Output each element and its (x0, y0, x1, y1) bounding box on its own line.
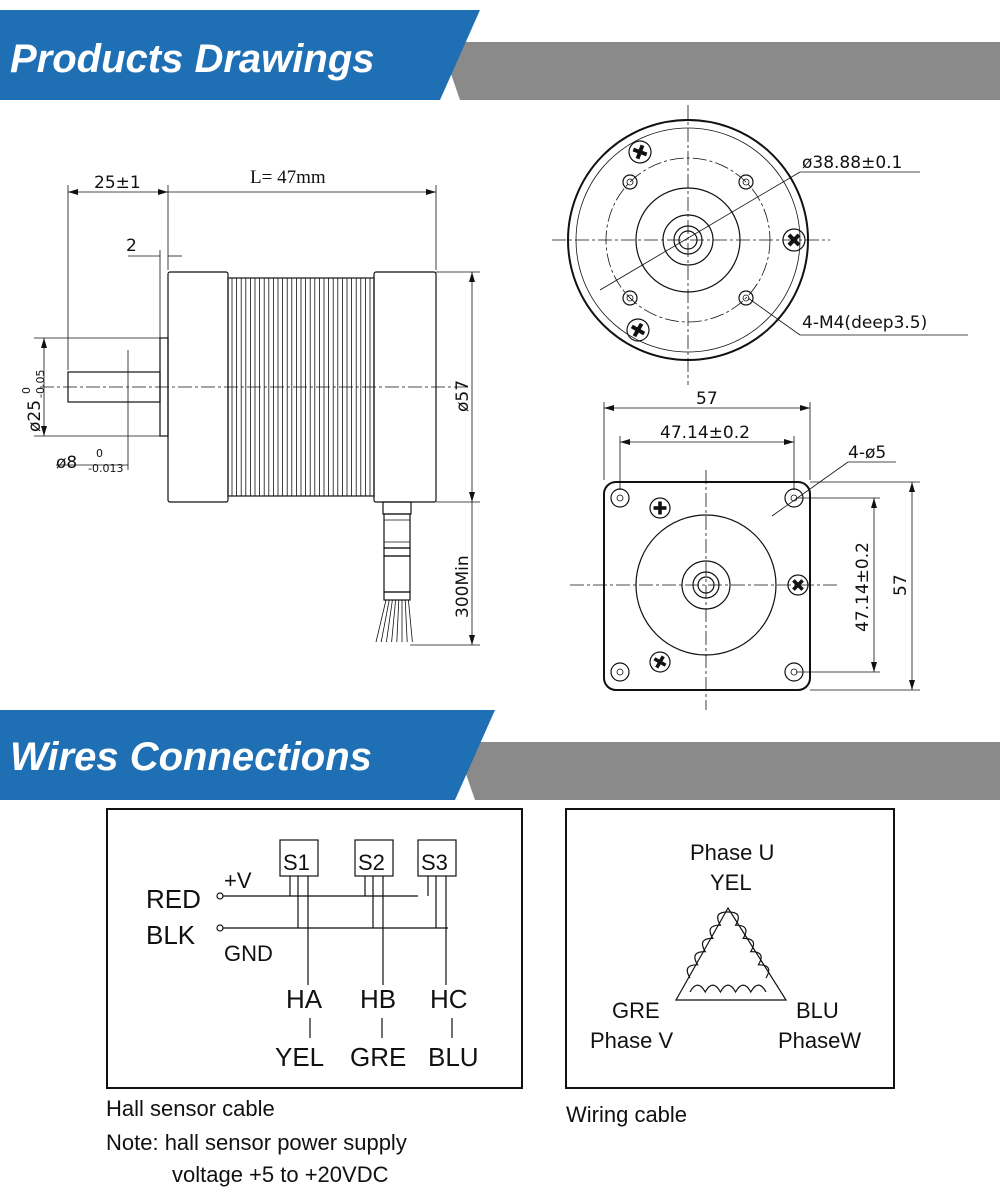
shaft-tol-bottom: -0.013 (88, 462, 123, 475)
products-drawings-header: Products Drawings (0, 10, 1000, 100)
lead-length-dim: 300Min (453, 555, 473, 618)
motor-square-view: 57 47.14±0.2 4-ø5 47.14±0.2 57 (570, 389, 920, 710)
flange-tol-top: 0 (20, 387, 33, 394)
thread-dim: 4-M4(deep3.5) (802, 313, 927, 333)
phase-v-color: GRE (612, 998, 660, 1023)
phase-u-label: Phase U (690, 840, 774, 865)
square-width-dim: 57 (696, 389, 718, 409)
body-length-dim: L= 47mm (250, 167, 326, 188)
hole-spacing-h-dim: 47.14±0.2 (660, 423, 750, 443)
motor-front-view: ø38.88±0.1 4-M4(deep3.5) (552, 105, 968, 385)
products-drawings-title: Products Drawings (10, 37, 375, 81)
wiring-cable-caption: Wiring cable (566, 1102, 687, 1127)
hall-note-line2: voltage +5 to +20VDC (172, 1162, 389, 1187)
sensor-s1: S1 (283, 850, 310, 875)
phase-wiring-diagram: Phase U YEL GRE Phase V BLU PhaseW (565, 808, 895, 1089)
output-ha: HA (286, 984, 323, 1014)
shaft-dia-dim: ø8 (56, 453, 77, 473)
color-yel: YEL (275, 1042, 324, 1072)
phase-v-label: Phase V (590, 1028, 673, 1053)
color-blu: BLU (428, 1042, 479, 1072)
hall-sensor-caption: Hall sensor cable (106, 1096, 275, 1121)
sensor-s3: S3 (421, 850, 448, 875)
holes-dim: 4-ø5 (848, 443, 886, 463)
wires-connections-title: Wires Connections (10, 735, 372, 779)
blk-wire-label: BLK (146, 920, 196, 950)
shaft-length-dim: 25±1 (94, 173, 141, 193)
output-hb: HB (360, 984, 396, 1014)
flange-tol-bottom: -0.05 (34, 370, 47, 398)
hall-note-line1: Note: hall sensor power supply (106, 1130, 407, 1155)
hall-sensor-diagram: S1 S2 S3 +V RED BLK GND HA HB HC YEL GRE… (106, 808, 523, 1089)
plus-v-label: +V (224, 868, 252, 893)
body-dia-dim: ø57 (453, 380, 473, 412)
hole-spacing-v-dim: 47.14±0.2 (853, 542, 873, 632)
color-gre: GRE (350, 1042, 406, 1072)
flange-dia-dim: ø25 (25, 400, 45, 432)
phase-w-color: BLU (796, 998, 839, 1023)
phase-w-label: PhaseW (778, 1028, 861, 1053)
sensor-s2: S2 (358, 850, 385, 875)
motor-side-view: 25±1 L= 47mm 2 ø25 0 -0.05 ø8 0 -0.013 (20, 167, 480, 646)
wires-connections-header: Wires Connections (0, 710, 1000, 800)
shaft-tol-top: 0 (96, 447, 103, 460)
phase-u-color: YEL (710, 870, 752, 895)
red-wire-label: RED (146, 884, 201, 914)
flange-dim: 2 (126, 236, 137, 256)
gnd-label: GND (224, 941, 273, 966)
square-height-dim: 57 (891, 574, 911, 596)
bolt-circle-dim: ø38.88±0.1 (802, 153, 902, 173)
output-hc: HC (430, 984, 468, 1014)
